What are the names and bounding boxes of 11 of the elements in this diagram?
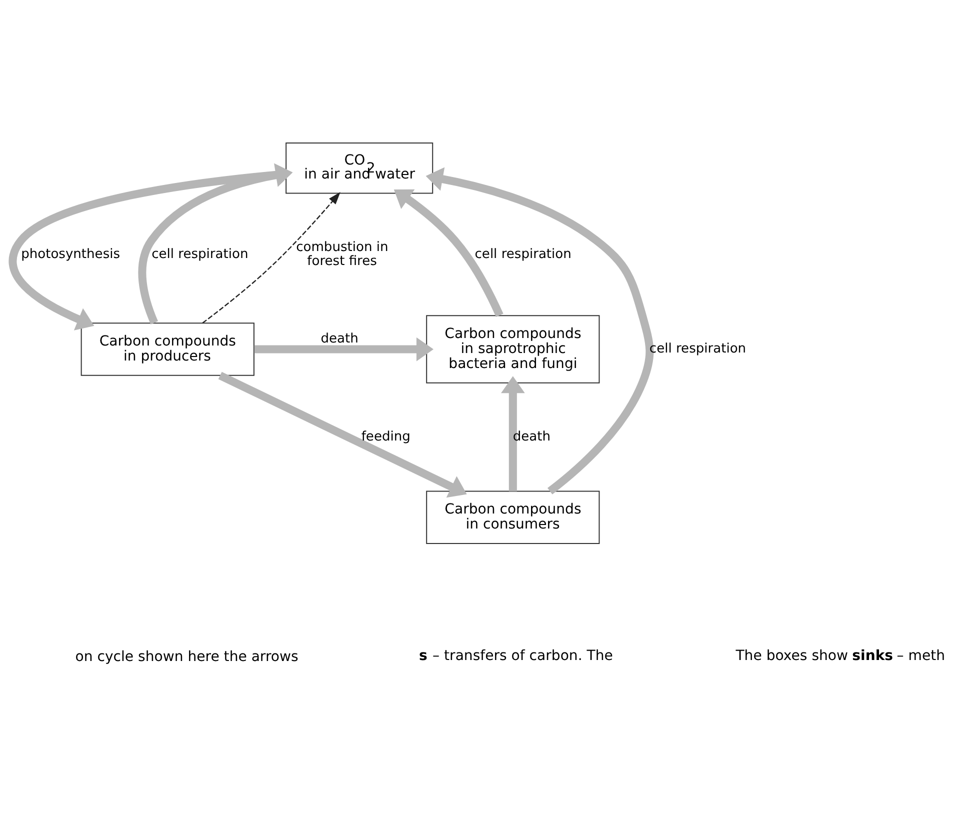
edge-label: death — [512, 430, 551, 445]
edge-label: cell respiration — [152, 246, 248, 262]
edge-label: cell respiration — [649, 342, 746, 357]
edge-label: photosynthesis — [21, 246, 120, 262]
edge-label: combustion in forest fires — [296, 240, 388, 269]
edge-label: feeding — [361, 430, 410, 445]
label: on cycle shown here the arrows — [75, 649, 298, 666]
edge-label: death — [320, 332, 358, 347]
label: s – transfers of carbon. The — [419, 648, 613, 664]
edge-label: cell respiration — [474, 246, 572, 262]
label: The boxes show sinks – meth — [736, 648, 946, 664]
